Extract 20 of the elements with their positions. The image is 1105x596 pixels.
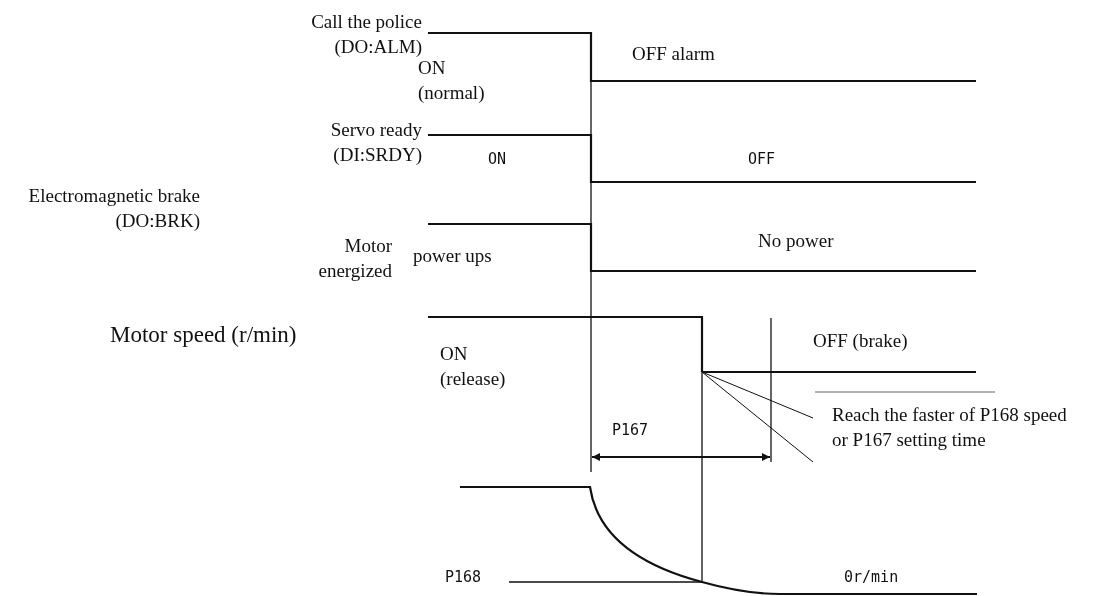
leader-line <box>701 371 814 419</box>
state-label: OFF alarm <box>632 42 716 66</box>
state-label: power ups <box>413 244 493 268</box>
brake-off-level-line <box>702 370 976 374</box>
signal-label: Motor speed (r/min) <box>110 321 298 349</box>
callout-text: Reach the faster of P168 speed or P167 setting time <box>813 403 1077 453</box>
signal-label: Electromagnetic brake (DO:BRK) <box>27 184 200 233</box>
signal-label: Servo ready (DI:SRDY) <box>329 118 422 167</box>
state-label: ON (release) <box>440 342 507 391</box>
speed-label: P168 <box>445 568 483 588</box>
signal-label: Call the police (DO:ALM) <box>310 10 422 59</box>
state-label: ON <box>488 150 508 170</box>
leader-line <box>701 371 814 463</box>
state-label: OFF <box>748 150 777 170</box>
dimension-label: P167 <box>612 421 650 441</box>
state-label: OFF (brake) <box>813 329 909 353</box>
speed-label: 0r/min <box>844 568 900 588</box>
state-label: ON (normal) <box>418 57 486 105</box>
signal-label: Motor energized <box>317 234 392 283</box>
state-label: No power <box>758 229 835 253</box>
